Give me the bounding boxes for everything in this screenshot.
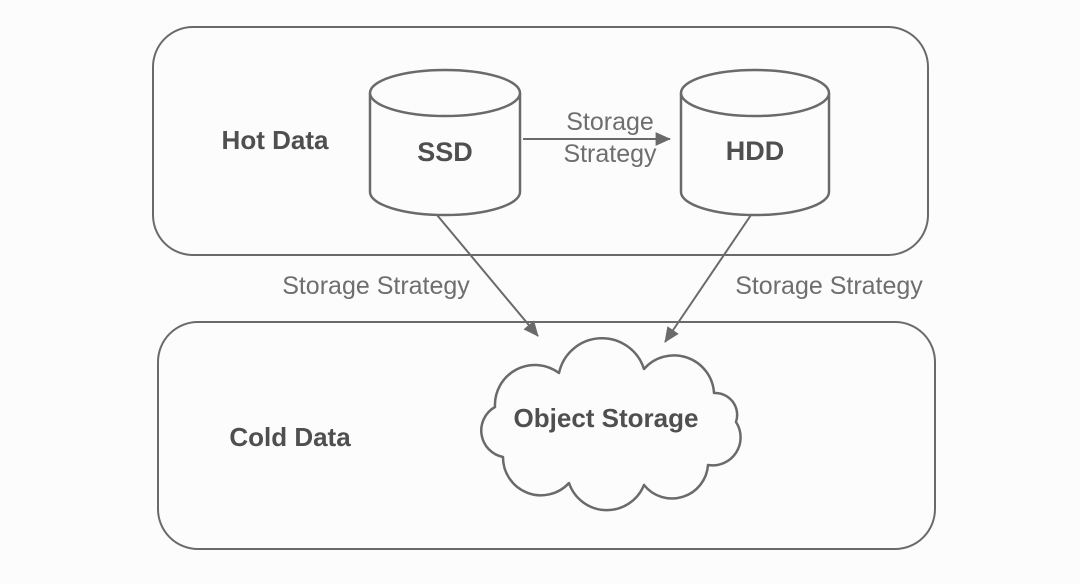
edge-hdd-object-storage: Storage Strategy <box>664 214 923 343</box>
hdd-cylinder-top <box>679 68 831 118</box>
edge-ssd-hdd: Storage Strategy <box>523 108 671 168</box>
edge-ssd-hdd-label-line2: Strategy <box>563 140 657 168</box>
ssd-label: SSD <box>417 137 473 167</box>
object-storage-label: Object Storage <box>514 403 699 433</box>
node-object-storage: Object Storage <box>480 336 742 512</box>
hdd-cylinder-body <box>679 93 831 217</box>
edge-hdd-object-storage-label: Storage Strategy <box>735 272 923 300</box>
edge-ssd-hdd-label-line1: Storage <box>566 108 654 136</box>
hot-data-zone-label: Hot Data <box>222 125 329 155</box>
hdd-label: HDD <box>726 136 785 166</box>
object-storage-cloud <box>480 336 742 512</box>
edge-ssd-object-storage: Storage Strategy <box>282 214 539 337</box>
node-ssd: SSD <box>368 68 522 217</box>
ssd-cylinder-top <box>368 68 522 118</box>
edge-hdd-object-storage-arrow <box>664 214 752 343</box>
edge-ssd-object-storage-label: Storage Strategy <box>282 272 470 300</box>
cold-data-zone-label: Cold Data <box>229 422 351 452</box>
node-hdd: HDD <box>679 68 831 217</box>
edge-ssd-object-storage-arrow <box>436 214 539 337</box>
ssd-cylinder-body <box>368 93 522 217</box>
